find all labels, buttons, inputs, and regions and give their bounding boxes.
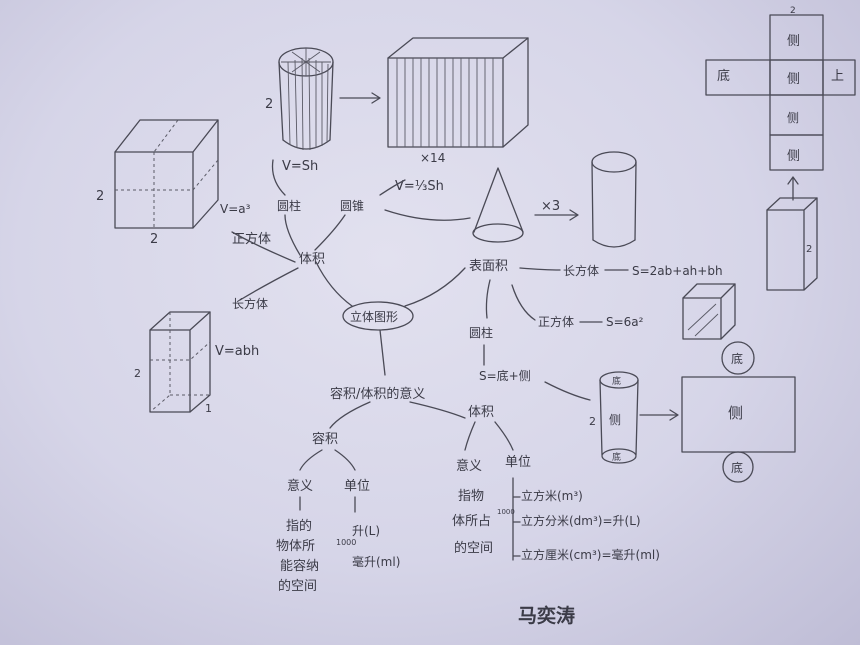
cylinder-label: 圆柱 [277,198,301,213]
branch-line [409,401,466,419]
cuboid-label: 长方体 [232,296,268,311]
capacity-unit-1: 升(L) [352,524,380,538]
net-side-1: 侧 [787,34,800,49]
volume-unit: 单位 [505,455,531,470]
branch-line [315,261,353,307]
cube-name: 正方体 [232,231,271,247]
branch-line [485,279,491,319]
cone-volume-formula: V=⅓Sh [395,179,444,194]
cube-edge-label: 2 [96,189,104,204]
surface-cube-label: 正方体 [538,314,574,329]
branch-line [464,421,514,451]
unfold-cyl-h: 2 [589,415,596,428]
branch-line [544,381,591,401]
cuboid-volume-formula: V=abh [215,344,259,359]
surface-cyl-label: 圆柱 [469,325,493,340]
capacity-meaning: 意义 [287,478,313,494]
arrow-up-icon [787,176,799,201]
branch-line [271,159,301,256]
unfold-bottom-circle [722,451,754,483]
surface-branch-label: 表面积 [469,259,508,274]
prism-sketch [387,37,529,148]
unfold-side-label: 侧 [728,404,743,422]
branch-line [231,231,296,263]
cylinder-volume-formula: V=Sh [282,159,318,174]
unfold-cyl-top: 底 [612,375,621,387]
branch-line [511,284,536,321]
unfold-bottom-label: 底 [731,460,743,475]
cuboid-sketch [149,311,211,413]
capacity-unit: 单位 [344,479,370,494]
surface-cuboid-formula: S=2ab+ah+bh [632,264,723,278]
arrow-icon [534,209,579,221]
cube-base-label: 2 [150,232,158,247]
capacity-def-4: 的空间 [278,578,317,594]
branch-line [299,496,356,513]
capacity-def-3: 能容纳 [280,558,319,574]
branch-line [329,401,371,429]
cone-label: 圆锥 [340,199,364,213]
cuboid-b-label: 1 [205,402,212,415]
branch-line [299,449,356,471]
net-dim-label: 2 [790,6,796,16]
volume-rate: 1000 [497,508,515,516]
prism-right-dim: 2 [806,244,812,255]
branch-line [379,329,386,376]
prism-times-label: ×14 [420,151,445,165]
net-top: 上 [831,69,844,84]
surface-cube-formula: S=6a² [606,315,644,329]
signature: 马奕涛 [518,604,575,627]
branch-line [519,267,561,271]
cylinder-sketch [278,47,334,151]
cylinder-height-label: 2 [265,97,273,112]
net-side-3: 侧 [787,111,799,125]
capacity-branch-label: 容积/体积的意义 [330,386,425,402]
capacity-def-1: 指的 [286,518,312,534]
center-node [342,301,414,331]
volume-label: 体积 [468,405,494,420]
volume-def-1: 指物 [458,489,484,504]
surface-cuboid-label: 长方体 [563,263,599,278]
volume-unit-1: 立方米(m³) [521,488,583,503]
capacity-label: 容积 [312,431,338,447]
arrow-icon [639,409,679,421]
branch-line [384,209,471,221]
volume-unit-2: 立方分米(dm³)=升(L) [521,513,641,528]
bracket-line [512,477,521,561]
net-sketch [705,14,856,171]
volume-def-2: 体所占 [452,514,491,529]
net-side-2: 侧 [787,72,800,87]
center-label: 立体图形 [350,309,398,324]
capacity-rate: 1000 [336,538,356,547]
cuboid-h-label: 2 [134,367,141,380]
capacity-unit-2: 毫升(ml) [352,554,400,569]
volume-branch-label: 体积 [299,252,325,267]
unfold-cyl-bottom: 底 [612,451,621,463]
branch-line [314,179,406,251]
cube-sketch [114,119,219,229]
cone-sketch [472,167,524,243]
volume-meaning: 意义 [456,458,482,474]
arrow-icon [339,92,381,104]
branch-line [239,267,299,301]
small-cube-sketch [682,283,736,340]
cylinder-unfold-sketch [599,371,639,464]
prism-right-sketch [766,197,818,291]
surface-cyl-formula: S=底+侧 [479,368,531,383]
net-side-4: 侧 [787,149,800,164]
capacity-def-2: 物体所 [276,539,315,554]
unfold-top-label: 底 [731,351,743,366]
branch-line [404,267,466,307]
unfold-top-circle [721,341,755,375]
cone-times-label: ×3 [541,199,560,214]
net-bottom: 底 [717,68,730,84]
unfold-cyl-side: 侧 [609,413,621,427]
cube-formula: V=a³ [220,202,251,216]
volume-def-3: 的空间 [454,540,493,556]
cylinder-right-sketch [591,151,637,248]
volume-unit-3: 立方厘米(cm³)=毫升(ml) [521,547,660,562]
